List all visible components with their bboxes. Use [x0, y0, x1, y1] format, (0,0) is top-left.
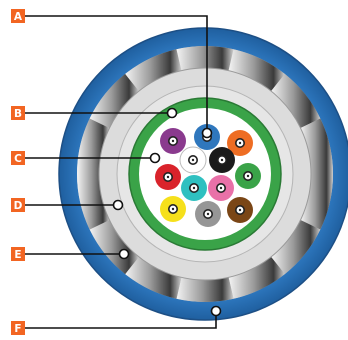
leader-marker [201, 127, 213, 139]
fiber-red [155, 164, 181, 190]
armor-strand [77, 174, 110, 230]
fiber-rose [208, 175, 234, 201]
fiber-white [179, 146, 207, 174]
leader-line [25, 316, 217, 329]
fiber-brown [227, 197, 253, 223]
fiber-orange [227, 130, 253, 156]
armor-strand [125, 256, 182, 299]
leader-line [25, 15, 208, 129]
armor-strand [300, 174, 333, 230]
callout-group: A B C D E F [11, 9, 222, 335]
armor-strand [176, 277, 234, 302]
label-badge [11, 198, 25, 212]
callout-b: B [11, 106, 178, 120]
armor-strand [89, 219, 139, 275]
callout-d: D [11, 198, 124, 212]
fiber-bundle [155, 124, 261, 227]
label-text: A [14, 11, 23, 23]
armor-strand [228, 256, 285, 299]
label-text: B [14, 108, 22, 120]
leader-marker [166, 107, 178, 119]
fiber-aqua [181, 175, 207, 201]
label-badge [11, 321, 25, 335]
label-badge [11, 151, 25, 165]
armor-strand [271, 73, 321, 129]
leader-marker [149, 152, 161, 164]
callout-f: F [11, 305, 222, 335]
armor-strand [77, 118, 110, 174]
armor-strand [271, 219, 321, 275]
fiber-black [209, 147, 235, 173]
label-text: C [14, 153, 22, 165]
label-badge [11, 106, 25, 120]
label-text: E [14, 249, 21, 261]
leader-marker [112, 199, 124, 211]
leader-marker [210, 305, 222, 317]
armor-strand [176, 45, 234, 71]
label-text: D [14, 200, 23, 212]
fiber-slate [195, 201, 221, 227]
armor-strand [300, 118, 333, 174]
label-text: F [14, 323, 21, 335]
callout-a: A [11, 9, 213, 139]
label-badge [11, 247, 25, 261]
fiber-violet [160, 128, 186, 154]
fiber-green [235, 163, 261, 189]
armor-strand [89, 73, 139, 129]
armor-strand [125, 49, 182, 92]
armor-strand [228, 49, 285, 92]
fiber-yellow [160, 196, 186, 222]
callout-e: E [11, 247, 130, 261]
label-badge [11, 9, 25, 23]
callout-c: C [11, 151, 161, 165]
leader-marker [118, 248, 130, 260]
